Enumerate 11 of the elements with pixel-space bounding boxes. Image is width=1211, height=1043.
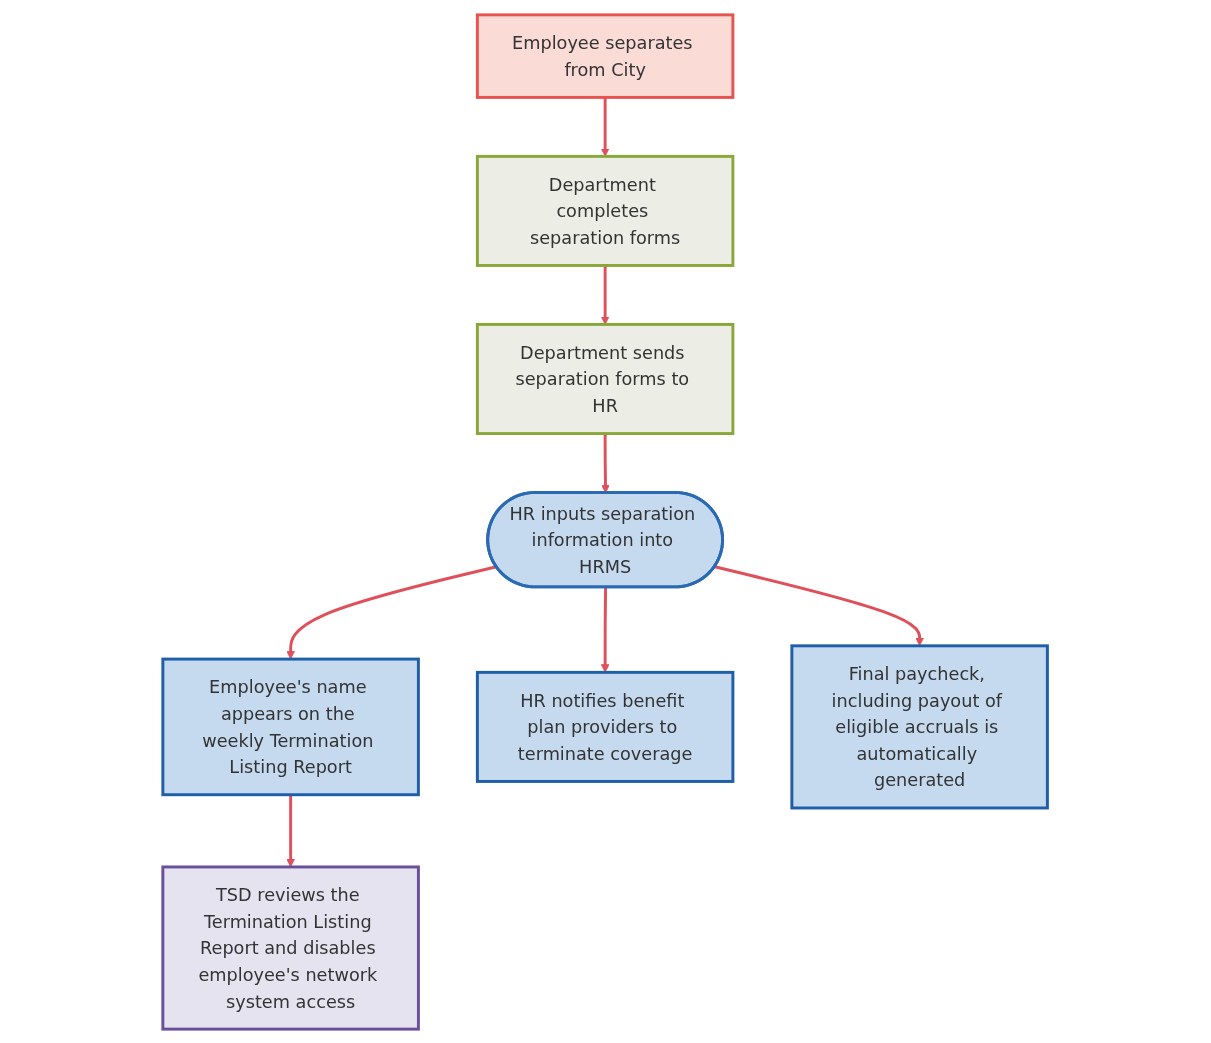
arrow [714,564,925,646]
arrow [286,564,498,659]
node-box: Final paycheck, including payout of eligible accruals is automatically generated [790,643,1050,809]
node-box: HR notifies benefit plan providers to terminate coverage [476,670,735,783]
node-box: Employee's name appears on the weekly Termination Listing Report [161,657,421,796]
node-box: Department completes separation forms [476,154,735,267]
arrow [286,794,296,867]
node-box: Employee separates from City [476,12,735,99]
node-box: Department sends separation forms to HR [476,322,735,435]
node-box: TSD reviews the Termination Listing Report and disables employee's network system access [161,865,421,1031]
arrow [601,433,611,493]
